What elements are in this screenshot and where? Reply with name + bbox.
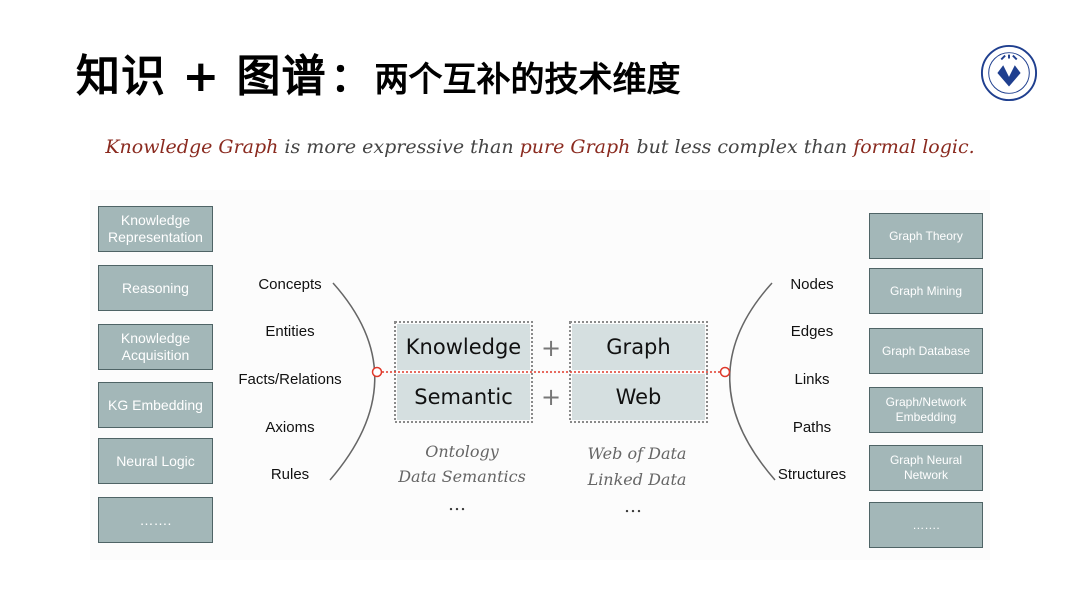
left-term-facts-relations: Facts/Relations [238,371,342,388]
right-box-graph-network-embedding: Graph/Network Embedding [869,387,983,433]
caption-data-semantics: Data Semantics [398,467,526,486]
subtitle-formal-logic: formal logic. [853,136,975,158]
university-seal-icon [980,44,1038,102]
left-box-knowledge-representation: Knowledge Representation [98,206,213,252]
title-sub: 两个互补的技术维度 [374,60,681,100]
cell-graph: Graph [572,324,705,370]
left-box-more: ……. [98,497,213,543]
plus-sign-top: + [541,334,562,362]
caption-ontology: Ontology [425,442,499,461]
left-box-neural-logic: Neural Logic [98,438,213,484]
right-term-edges: Edges [790,323,834,340]
right-box-more: ……. [869,502,983,548]
cell-web: Web [572,374,705,420]
right-term-links: Links [794,371,830,388]
slide-title: 知识 + 图谱 ： 两个互补的技术维度 [76,40,681,102]
right-term-paths: Paths [792,419,832,436]
diagram-panel [90,190,990,560]
left-term-concepts: Concepts [258,276,322,293]
subtitle-text-1: is more expressive than [278,136,520,158]
ellipsis-left: … [448,494,466,515]
left-term-axioms: Axioms [265,419,315,436]
left-box-reasoning: Reasoning [98,265,213,311]
right-box-graph-mining: Graph Mining [869,268,983,314]
right-box-graph-theory: Graph Theory [869,213,983,259]
left-term-rules: Rules [270,466,310,483]
caption-linked-data: Linked Data [587,470,687,489]
subtitle-pure-graph: pure Graph [519,136,631,158]
cell-semantic: Semantic [397,374,530,420]
right-box-graph-database: Graph Database [869,328,983,374]
title-main: 知识 + 图谱 [76,51,327,102]
ellipsis-right: … [624,496,642,517]
subtitle-kg: Knowledge Graph [105,136,279,158]
left-box-kg-embedding: KG Embedding [98,382,213,428]
right-term-structures: Structures [777,466,847,483]
right-box-graph-neural-network: Graph Neural Network [869,445,983,491]
subtitle-text-2: but less complex than [630,136,854,158]
cell-knowledge: Knowledge [397,324,530,370]
left-box-knowledge-acquisition: Knowledge Acquisition [98,324,213,370]
right-term-nodes: Nodes [790,276,834,293]
left-term-entities: Entities [265,323,315,340]
plus-sign-bottom: + [541,383,562,411]
caption-web-of-data: Web of Data [587,444,687,463]
subtitle: Knowledge Graph is more expressive than … [0,136,1080,158]
title-colon: ： [330,55,371,101]
